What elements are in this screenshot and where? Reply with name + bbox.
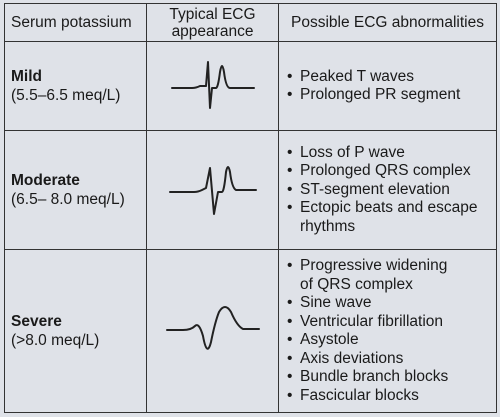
list-item: Ventricular fibrillation [287, 313, 496, 332]
level-range: (5.5–6.5 meq/L) [11, 87, 121, 104]
abnormalities-list-severe: Progressive widening of QRS complex Sine… [279, 257, 496, 405]
table-row-moderate: Moderate (6.5– 8.0 meq/L) Loss of P wave… [4, 130, 497, 250]
list-item: Loss of P wave [287, 144, 496, 163]
list-item: Prolonged PR segment [287, 86, 496, 105]
waveform-cell [146, 249, 279, 413]
list-item: Peaked T waves [287, 68, 496, 87]
abnormalities-list-mild: Peaked T waves Prolonged PR segment [279, 68, 496, 105]
list-item: Fascicular blocks [287, 387, 496, 406]
ecg-wide-qrs-icon [168, 166, 257, 215]
list-item: Axis deviations [287, 350, 496, 369]
header-typical-ecg: Typical ECG appearance [146, 3, 279, 42]
header-serum-potassium: Serum potassium [4, 3, 147, 42]
header-typical-ecg-line1: Typical ECG [169, 5, 256, 23]
level-range: (6.5– 8.0 meq/L) [11, 191, 125, 208]
level-name: Moderate [11, 172, 80, 189]
table-row-severe: Severe (>8.0 meq/L) Progressive widening… [4, 249, 497, 413]
level-cell: Severe (>8.0 meq/L) [4, 249, 147, 413]
list-item: Bundle branch blocks [287, 368, 496, 387]
header-abnormalities: Possible ECG abnormalities [278, 3, 497, 42]
level-cell: Mild (5.5–6.5 meq/L) [4, 41, 147, 131]
abnormalities-list-moderate: Loss of P wave Prolonged QRS complex ST-… [279, 144, 496, 237]
list-item: of QRS complex [300, 275, 413, 293]
waveform-cell [146, 130, 279, 250]
abnormalities-cell: Loss of P wave Prolonged QRS complex ST-… [278, 130, 497, 250]
ecg-peaked-t-wave-icon [170, 61, 255, 109]
list-item: Ectopic beats and escape [287, 199, 496, 218]
header-row: Serum potassium Typical ECG appearance P… [4, 3, 497, 42]
level-range: (>8.0 meq/L) [11, 332, 100, 349]
level-name: Severe [11, 313, 62, 330]
abnormalities-cell: Progressive widening of QRS complex Sine… [278, 249, 497, 413]
table-row-mild: Mild (5.5–6.5 meq/L) Peaked T waves Prol… [4, 41, 497, 131]
waveform-cell [146, 41, 279, 131]
level-cell: Moderate (6.5– 8.0 meq/L) [4, 130, 147, 250]
list-item: Prolonged QRS complex [287, 162, 496, 181]
list-item: Sine wave [287, 294, 496, 313]
list-item: ST-segment elevation [287, 181, 496, 200]
level-name: Mild [11, 68, 42, 85]
header-typical-ecg-line2: appearance [171, 22, 254, 40]
list-item: rhythms [300, 217, 356, 235]
hyperkalemia-ecg-table: Serum potassium Typical ECG appearance P… [4, 3, 497, 413]
abnormalities-cell: Peaked T waves Prolonged PR segment [278, 41, 497, 131]
list-item: Asystole [287, 331, 496, 350]
ecg-sine-wave-icon [165, 306, 260, 350]
list-item: Progressive widening [287, 257, 496, 276]
